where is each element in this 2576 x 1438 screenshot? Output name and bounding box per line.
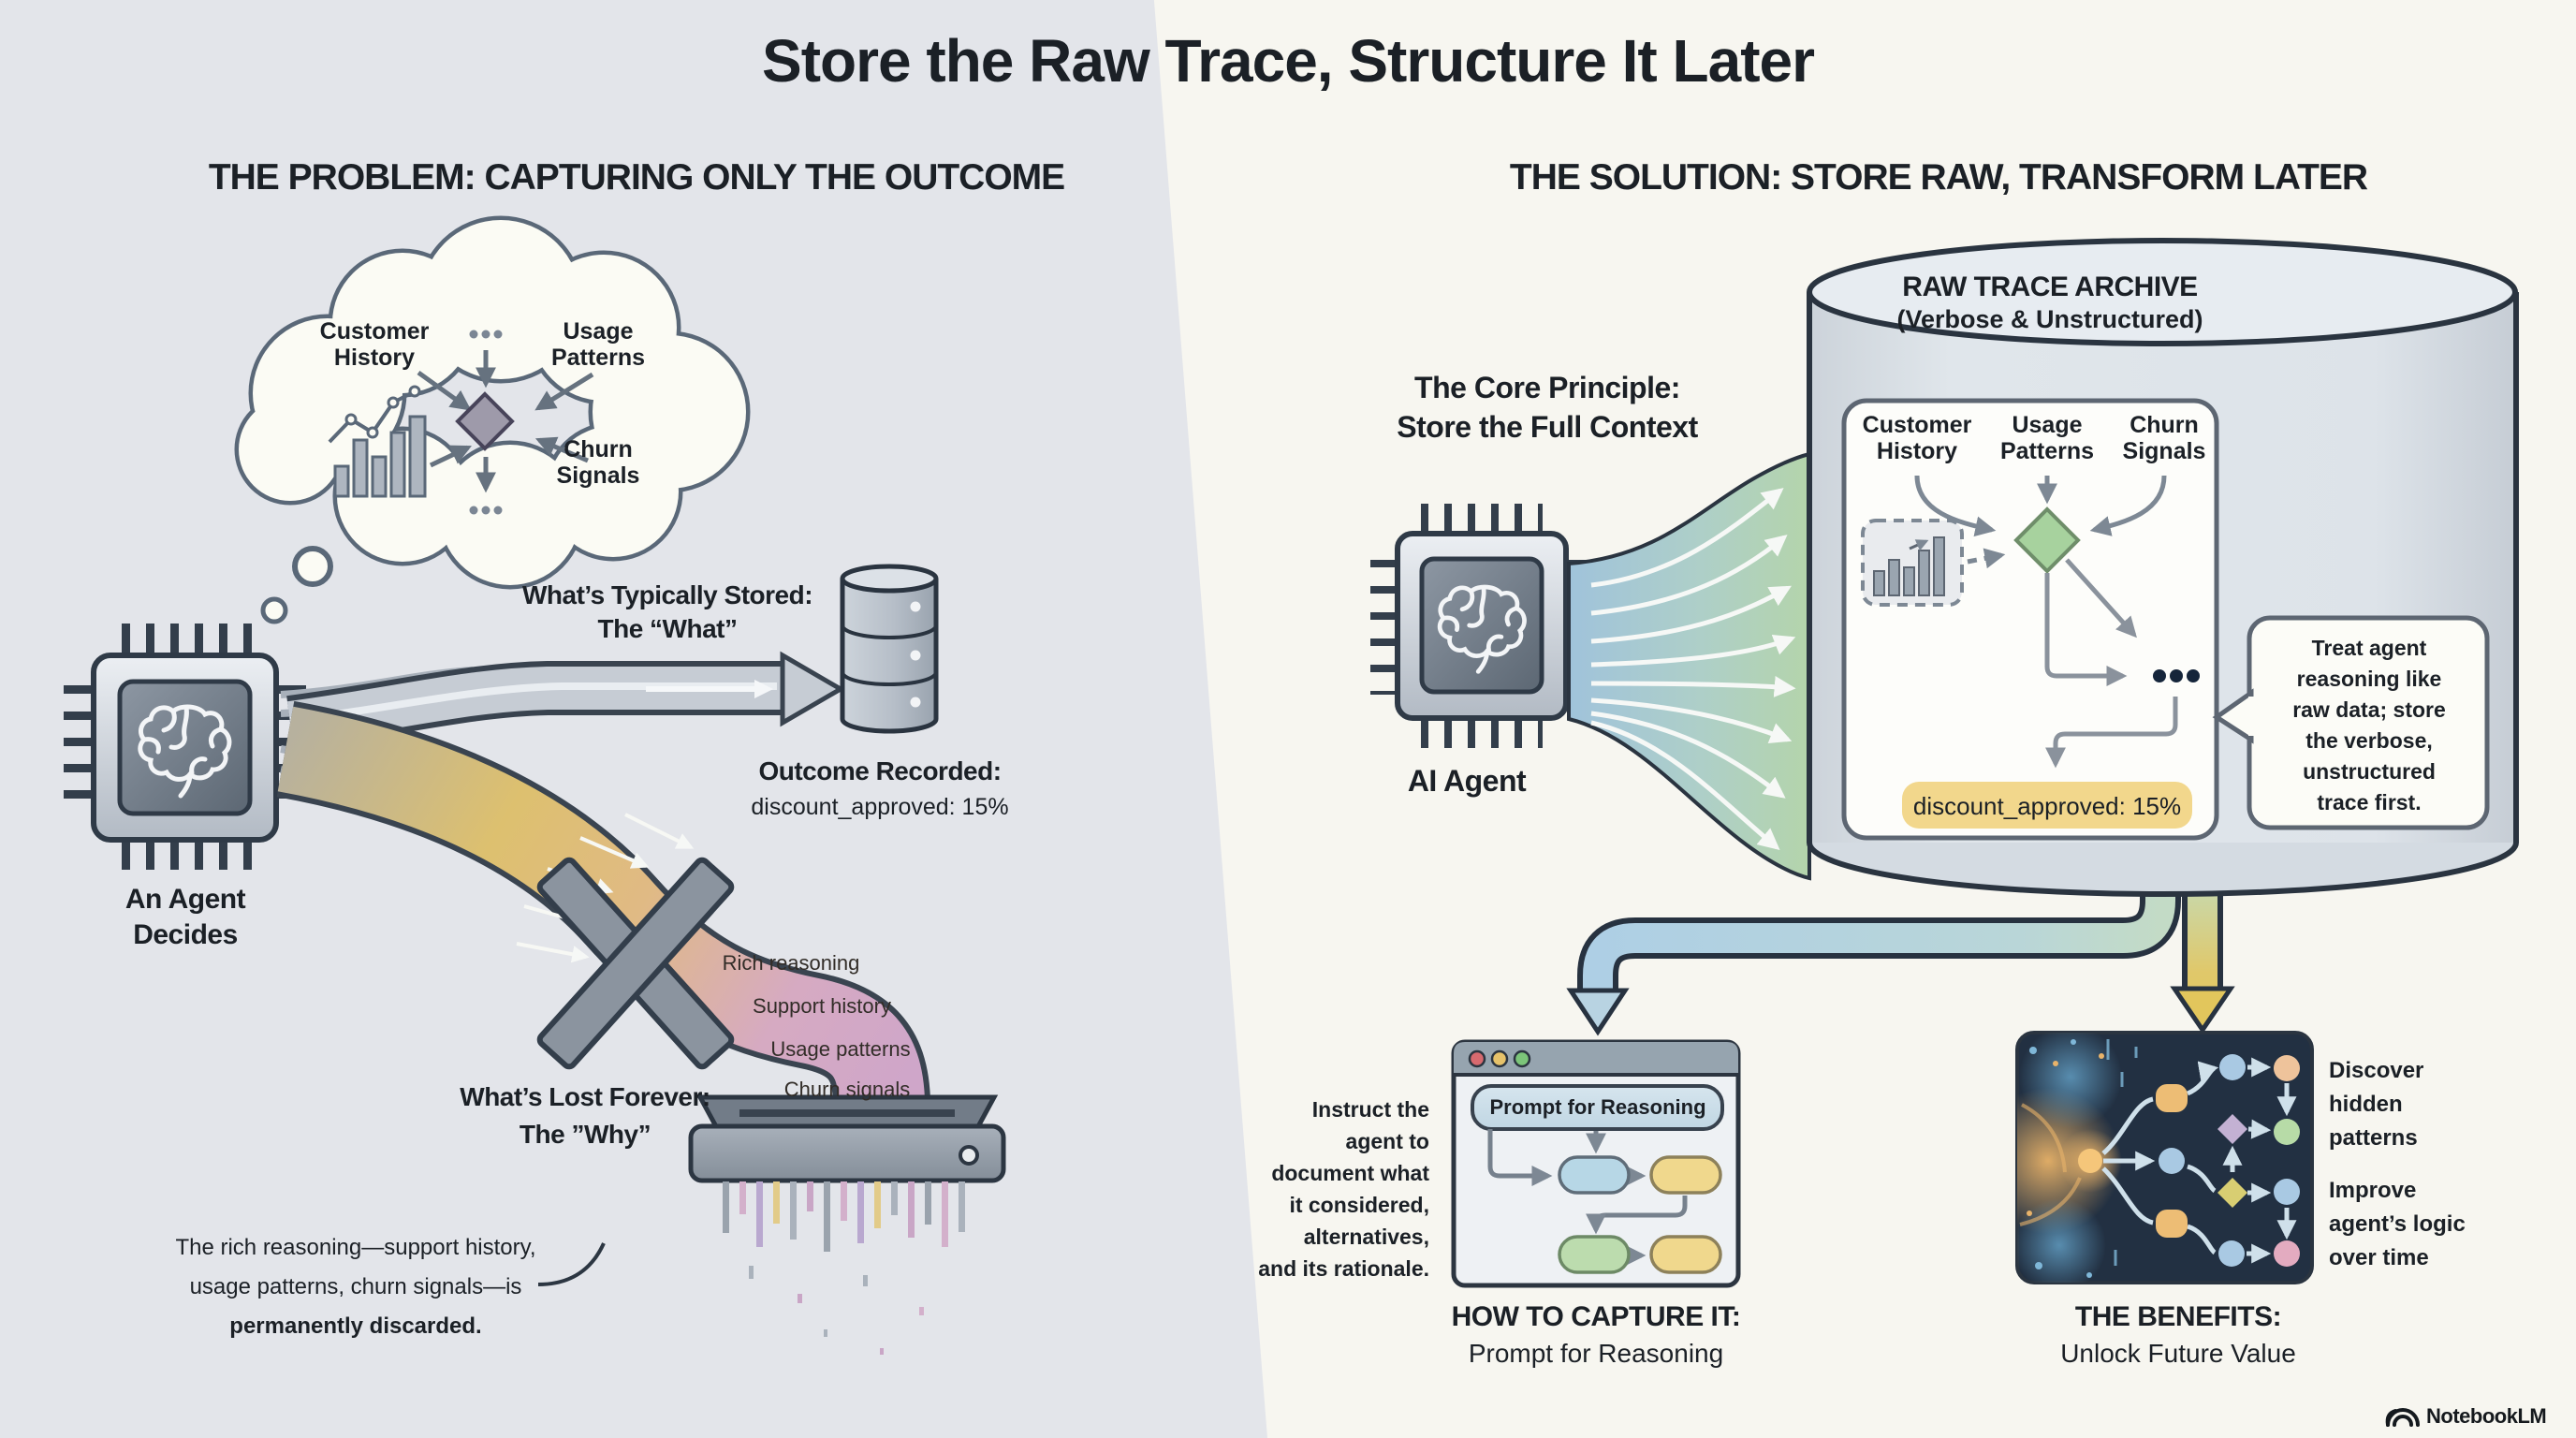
- agent-chip-icon: [64, 624, 306, 870]
- benefit-line: patterns: [2329, 1125, 2418, 1151]
- database-icon: [840, 564, 939, 734]
- ribbon-item: Support history: [753, 994, 891, 1018]
- bubble-line: trace first.: [2317, 790, 2422, 814]
- thought-bubble-dot: [292, 546, 333, 587]
- footnote-line: usage patterns, churn signals—is: [189, 1274, 522, 1299]
- note-line: alternatives,: [1303, 1225, 1429, 1249]
- thought-bubble-dot: [260, 596, 288, 624]
- capture-caption-sub: Prompt for Reasoning: [1468, 1339, 1724, 1368]
- cloud-flow-arrows: [417, 350, 594, 493]
- note-line: document what: [1271, 1161, 1429, 1185]
- benefit-point-2: Improve agent’s logic over time: [2329, 1174, 2466, 1275]
- benefits-panel: [2015, 1031, 2314, 1284]
- benefit-line: hidden: [2329, 1092, 2403, 1117]
- ribbon-item: Rich reasoning: [722, 951, 860, 975]
- bubble-line: Treat agent: [2311, 636, 2427, 660]
- brand-watermark: NotebookLM: [2426, 1404, 2547, 1428]
- context-funnel: [1567, 451, 1811, 881]
- footnote-line: The rich reasoning—support history,: [175, 1235, 536, 1260]
- note-line: agent to: [1345, 1129, 1429, 1153]
- ellipsis-dots-icon: [469, 330, 503, 515]
- solution-heading: THE SOLUTION: STORE RAW, TRANSFORM LATER: [1509, 157, 2368, 198]
- benefit-nodes: [2156, 1054, 2300, 1267]
- agent-decides-label: An Agent Decides: [124, 884, 246, 950]
- capture-note: Instruct the agent to document what it c…: [1170, 1093, 1429, 1284]
- cloud-label-usage-patterns: Usage Patterns: [550, 318, 646, 371]
- core-principle-line2: Store the Full Context: [1397, 410, 1698, 444]
- archive-subtitle: (Verbose & Unstructured): [1896, 305, 2203, 333]
- footnote-line: permanently discarded.: [229, 1313, 482, 1339]
- stored-arrow: [286, 651, 845, 750]
- chart-thumbnail: [1861, 519, 1964, 607]
- thought-cloud: [234, 215, 751, 624]
- trace-panel: [1841, 398, 2219, 841]
- benefits-caption-sub: Unlock Future Value: [2060, 1339, 2296, 1368]
- core-principle-line1: The Core Principle:: [1414, 371, 1680, 404]
- traffic-light-yellow-icon: [1490, 1049, 1509, 1068]
- outcome-label: Outcome Recorded:: [758, 756, 1002, 785]
- cloud-label-churn-signals: Churn Signals: [556, 436, 640, 489]
- trace-col-usage-patterns: Usage Patterns: [1999, 412, 2095, 464]
- note-line: and its rationale.: [1258, 1256, 1429, 1281]
- stored-title-line1: What’s Typically Stored:: [521, 580, 813, 609]
- note-line: Instruct the: [1311, 1097, 1429, 1122]
- shredder-icon: [688, 1094, 1006, 1355]
- archive-outcome-value: discount_approved: 15%: [1912, 792, 2182, 820]
- shredded-strips: [723, 1181, 965, 1355]
- ai-agent-label: AI Agent: [1407, 764, 1527, 798]
- note-line: it considered,: [1289, 1193, 1429, 1217]
- problem-heading: THE PROBLEM: CAPTURING ONLY THE OUTCOME: [208, 157, 1065, 198]
- benefit-line: over time: [2329, 1245, 2429, 1270]
- bar-chart-icon: [328, 385, 427, 498]
- page-title: Store the Raw Trace, Structure It Later: [762, 27, 1815, 95]
- prompt-button-label: Prompt for Reasoning: [1489, 1095, 1706, 1119]
- capture-pipe-blue: [1566, 880, 2181, 1036]
- footnote: The rich reasoning—support history, usag…: [100, 1228, 611, 1346]
- stored-title-line2: The “What”: [597, 614, 739, 643]
- x-mark-icon: [536, 857, 735, 1070]
- capture-caption-title: HOW TO CAPTURE IT:: [1451, 1301, 1741, 1332]
- ribbon-item: Churn signals: [783, 1078, 911, 1101]
- funnel-flow-arrows: [1590, 488, 1796, 850]
- archive-title: RAW TRACE ARCHIVE: [1902, 271, 2198, 302]
- traffic-light-red-icon: [1468, 1049, 1486, 1068]
- decision-diamond-icon: [2013, 506, 2081, 574]
- benefit-line: Discover: [2329, 1058, 2424, 1083]
- benefit-line: agent’s logic: [2329, 1211, 2466, 1237]
- traffic-light-green-icon: [1513, 1049, 1531, 1068]
- benefits-caption-title: THE BENEFITS:: [2074, 1301, 2282, 1332]
- notebooklm-logo-icon: [2385, 1408, 2420, 1427]
- footnote-pointer-line: [537, 1242, 606, 1286]
- trace-col-customer-history: Customer History: [1862, 412, 1972, 464]
- trace-col-churn-signals: Churn Signals: [2122, 412, 2206, 464]
- benefits-arrow-yellow: [2170, 888, 2235, 1034]
- prompt-button: [1471, 1084, 1724, 1131]
- lost-title-line2: The ”Why”: [519, 1120, 651, 1149]
- prompt-window: [1451, 1039, 1741, 1288]
- benefit-flow-lines: [2101, 1057, 2297, 1264]
- speech-bubble: [2212, 615, 2490, 830]
- bubble-line: the verbose,: [2305, 728, 2433, 753]
- bubble-line: raw data; store: [2292, 697, 2446, 722]
- lost-title-line1: What’s Lost Forever:: [460, 1082, 710, 1111]
- outcome-value: discount_approved: 15%: [751, 794, 1009, 820]
- ribbon-item: Usage patterns: [770, 1037, 911, 1061]
- ai-agent-chip-icon: [1370, 504, 1595, 748]
- bubble-line: unstructured: [2303, 759, 2436, 784]
- cloud-label-customer-history: Customer History: [319, 318, 430, 371]
- ellipsis-dots-icon: [2153, 669, 2200, 682]
- benefit-line: Improve: [2329, 1178, 2417, 1203]
- bubble-line: reasoning like: [2296, 667, 2442, 691]
- decision-diamond-icon: [455, 391, 515, 451]
- speech-bubble-text: Treat agent reasoning like raw data; sto…: [2265, 633, 2473, 818]
- outcome-highlight-box: [1902, 782, 2192, 829]
- benefit-point-1: Discover hidden patterns: [2329, 1054, 2423, 1155]
